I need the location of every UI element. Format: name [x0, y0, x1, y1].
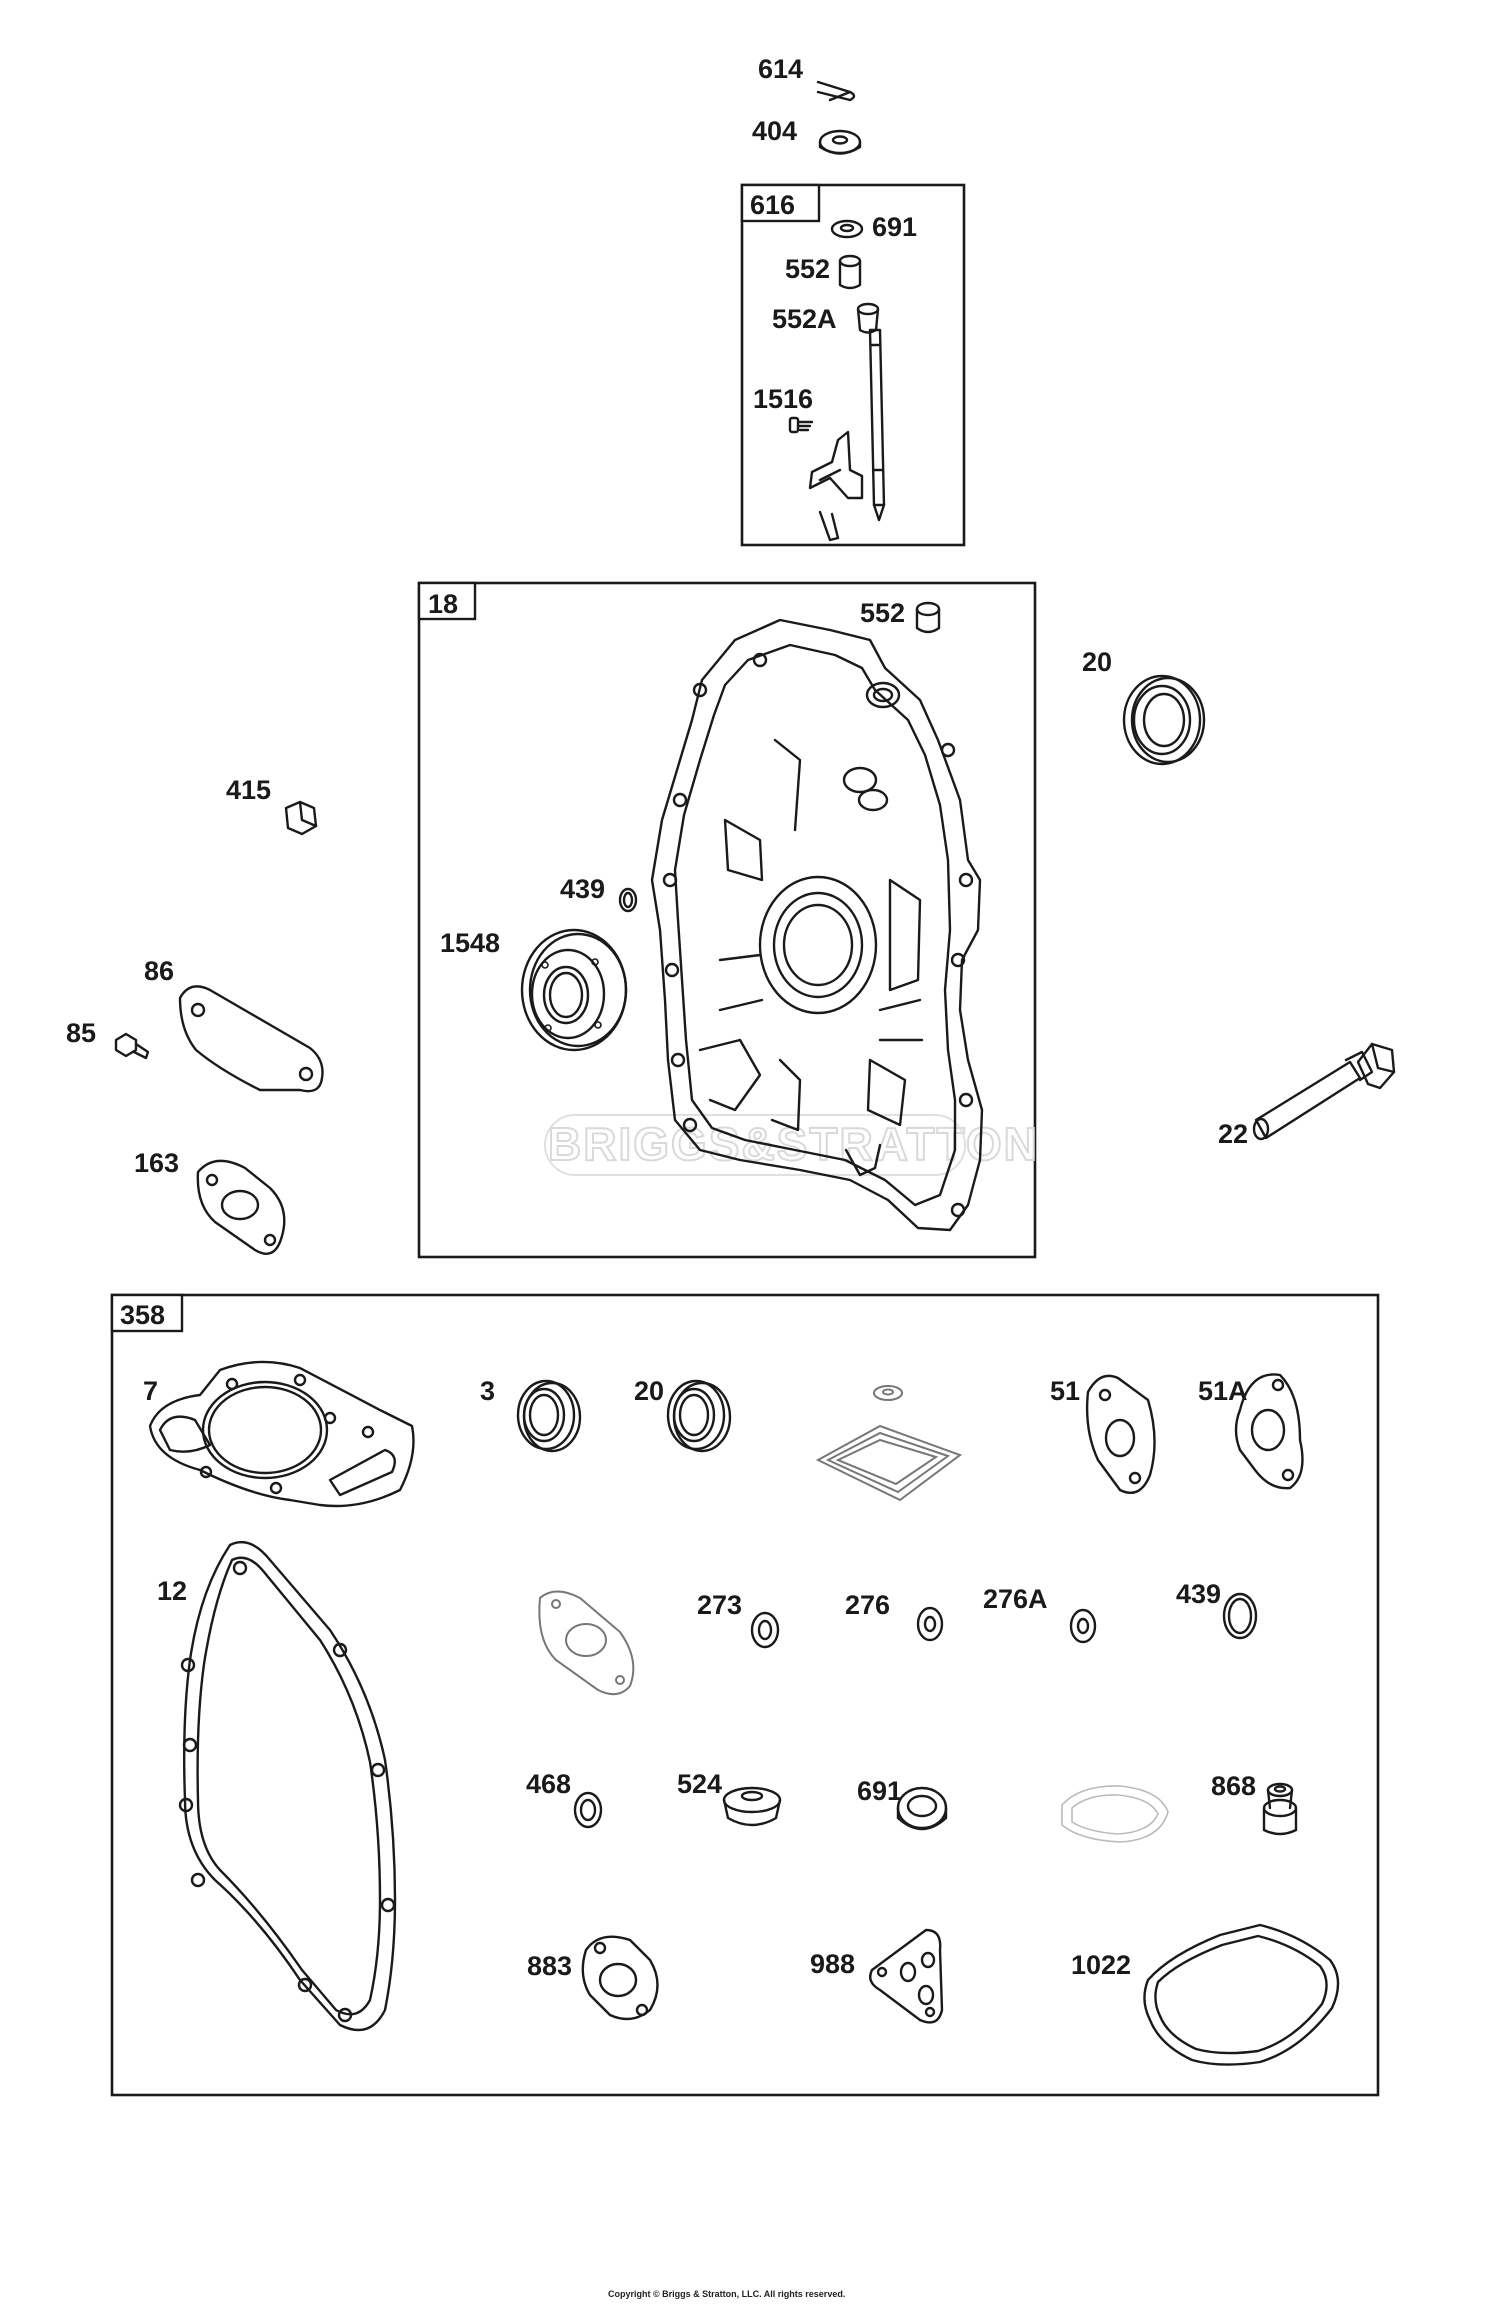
callout-86: 86 [144, 956, 174, 986]
part-691-seal-set [896, 1786, 948, 1831]
callout-20-set: 20 [634, 1376, 664, 1406]
callout-439-set: 439 [1176, 1579, 1221, 1609]
callout-868: 868 [1211, 1771, 1256, 1801]
part-light-grey-gasket [1061, 1785, 1169, 1843]
part-grey-exhaust-gasket [538, 1590, 635, 1696]
callout-404: 404 [752, 116, 797, 146]
part-85-screw [114, 1032, 150, 1060]
part-51A-gasket [1234, 1373, 1304, 1490]
callout-883: 883 [527, 1951, 572, 1981]
callout-20-top: 20 [1082, 647, 1112, 677]
part-276-washer [916, 1606, 944, 1642]
callout-691-top: 691 [872, 212, 917, 242]
part-12-crankcase-gasket [178, 1540, 397, 2032]
part-3-oil-seal [516, 1379, 582, 1453]
part-86-gasket [178, 985, 324, 1093]
callout-468: 468 [526, 1769, 571, 1799]
part-552A-bushing [856, 302, 880, 334]
part-691-seal [830, 219, 864, 239]
part-524-cap [722, 1786, 782, 1827]
callout-552-cover: 552 [860, 598, 905, 628]
group-616-frame: 616 [740, 183, 966, 547]
callout-273: 273 [697, 1590, 742, 1620]
callout-7: 7 [143, 1376, 158, 1406]
callout-1548: 1548 [440, 928, 500, 958]
part-468-washer [573, 1791, 603, 1829]
callout-614: 614 [758, 54, 803, 84]
group-358-label: 358 [120, 1300, 165, 1330]
part-governor-shaft [868, 328, 886, 522]
part-439-o-ring-set [1222, 1592, 1258, 1640]
part-7-head-gasket [148, 1360, 415, 1508]
part-rocker-gasket-grey [815, 1385, 963, 1502]
callout-691-set: 691 [857, 1776, 902, 1806]
callout-1516: 1516 [753, 384, 813, 414]
part-1022-gasket [1143, 1923, 1340, 2066]
part-988-gasket [869, 1928, 944, 2024]
part-276A-washer [1069, 1608, 1097, 1644]
part-163-gasket [196, 1159, 286, 1255]
callout-276A: 276A [983, 1584, 1048, 1614]
group-18-label: 18 [428, 589, 458, 619]
callout-51: 51 [1050, 1376, 1080, 1406]
callout-988: 988 [810, 1949, 855, 1979]
callout-524: 524 [677, 1769, 722, 1799]
part-1516-screw [788, 416, 814, 434]
callout-163: 163 [134, 1148, 179, 1178]
part-18-engine-cover [650, 618, 984, 1232]
callout-1022: 1022 [1071, 1950, 1131, 1980]
part-883-gasket [581, 1935, 659, 2021]
group-18-frame: 18 [417, 581, 1037, 1259]
group-358-frame: 358 [110, 1293, 1380, 2097]
callout-3: 3 [480, 1376, 495, 1406]
part-22-bolt [1252, 1042, 1396, 1141]
callout-439-cover: 439 [560, 874, 605, 904]
callout-12: 12 [157, 1576, 187, 1606]
part-273-washer [750, 1611, 780, 1649]
part-415-plug [284, 800, 318, 836]
group-616-label: 616 [750, 190, 795, 220]
callout-276: 276 [845, 1590, 890, 1620]
part-51-gasket [1085, 1374, 1156, 1495]
part-552-bushing-cover [915, 601, 941, 634]
part-20-oil-seal-set [666, 1379, 732, 1453]
callout-85: 85 [66, 1018, 96, 1048]
callout-22: 22 [1218, 1119, 1248, 1149]
part-1548-bearing [520, 928, 628, 1052]
part-governor-lever [808, 430, 864, 542]
callout-51A: 51A [1198, 1376, 1248, 1406]
callout-552A: 552A [772, 304, 837, 334]
part-439-o-ring [618, 887, 638, 913]
copyright-notice: Copyright © Briggs & Stratton, LLC. All … [608, 2289, 845, 2299]
watermark-badge [544, 1114, 966, 1176]
part-868-valve-seal [1262, 1782, 1298, 1836]
part-614-cotter-pin [816, 80, 856, 102]
part-404-washer [818, 129, 862, 155]
callout-552-top: 552 [785, 254, 830, 284]
callout-415: 415 [226, 775, 271, 805]
part-552-bushing [838, 254, 862, 290]
part-20-oil-seal [1122, 674, 1206, 766]
